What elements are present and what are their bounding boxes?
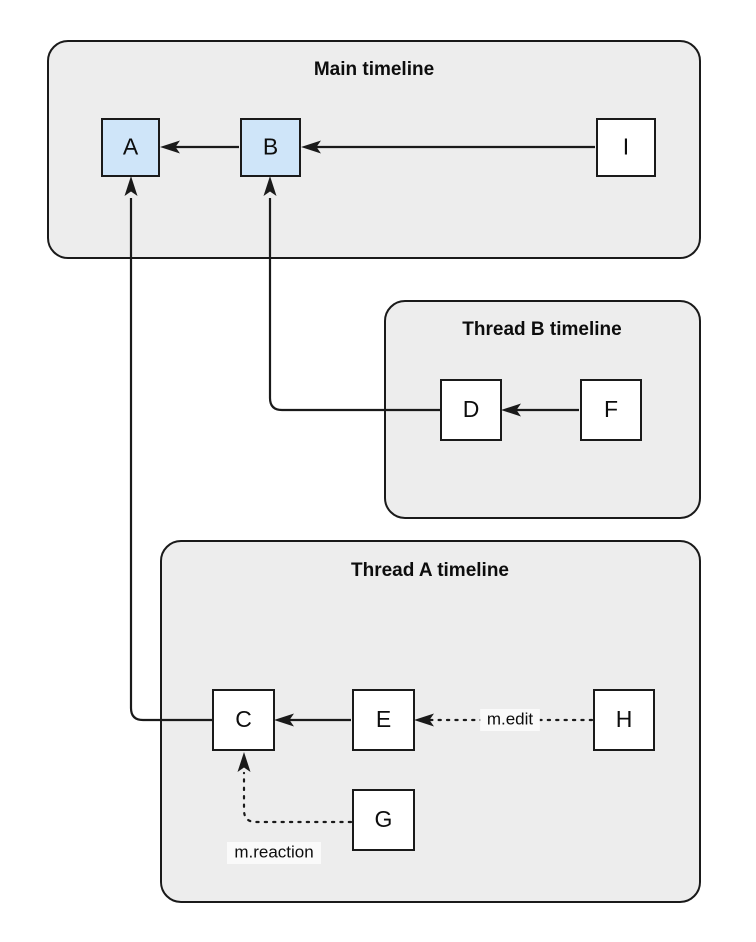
edge-label-bg-H-to-E bbox=[480, 709, 540, 731]
edge-label-G-to-C: m.reaction bbox=[234, 842, 313, 861]
node-box-G[interactable] bbox=[352, 789, 415, 851]
node-label-A: A bbox=[123, 134, 139, 160]
arrowhead-G-to-C bbox=[237, 752, 251, 772]
edge-labels: m.edit m.reaction bbox=[227, 709, 540, 864]
node-label-H: H bbox=[616, 706, 633, 732]
node-box-C[interactable] bbox=[212, 689, 275, 751]
edge-I-to-B bbox=[301, 140, 595, 154]
edge-label-group-G-to-C: m.reaction bbox=[227, 842, 321, 864]
edge-label-group-H-to-E: m.edit bbox=[480, 709, 540, 731]
timeline-group-main-timeline: Main timeline bbox=[47, 40, 701, 259]
node-label-F: F bbox=[604, 396, 618, 422]
edge-line-G-to-C bbox=[242, 771, 353, 824]
node-box-I[interactable] bbox=[596, 118, 656, 177]
node-C[interactable]: C bbox=[212, 689, 275, 751]
arrowhead-I-to-B bbox=[301, 140, 321, 154]
node-label-C: C bbox=[235, 706, 252, 732]
node-box-F[interactable] bbox=[580, 379, 642, 441]
node-F[interactable]: F bbox=[580, 379, 642, 441]
edge-E-to-C bbox=[274, 713, 351, 727]
arrowhead-D-to-B bbox=[263, 176, 277, 196]
node-box-E[interactable] bbox=[352, 689, 415, 751]
node-B[interactable]: B bbox=[240, 118, 301, 177]
node-label-G: G bbox=[375, 806, 393, 832]
arrowhead-E-to-C bbox=[274, 713, 294, 727]
arrowhead-H-to-E bbox=[414, 713, 434, 727]
timeline-box-main-timeline bbox=[47, 40, 701, 259]
edge-D-to-B bbox=[263, 176, 440, 412]
arrowhead-F-to-D bbox=[501, 403, 521, 417]
node-A[interactable]: A bbox=[101, 118, 160, 177]
node-E[interactable]: E bbox=[352, 689, 415, 751]
node-G[interactable]: G bbox=[352, 789, 415, 851]
node-box-H[interactable] bbox=[593, 689, 655, 751]
timeline-title-main-timeline: Main timeline bbox=[314, 59, 434, 80]
edge-label-bg-G-to-C bbox=[227, 842, 321, 864]
node-box-A[interactable] bbox=[101, 118, 160, 177]
arrowhead-C-to-A bbox=[124, 176, 138, 196]
edge-line-C-to-A bbox=[129, 198, 212, 722]
node-H[interactable]: H bbox=[593, 689, 655, 751]
edge-label-H-to-E: m.edit bbox=[487, 709, 534, 728]
node-label-D: D bbox=[463, 396, 480, 422]
arrowhead-B-to-A bbox=[160, 140, 180, 154]
timeline-title-thread-a-timeline: Thread A timeline bbox=[351, 560, 509, 581]
node-label-E: E bbox=[376, 706, 391, 732]
edge-C-to-A bbox=[124, 176, 212, 722]
node-box-D[interactable] bbox=[440, 379, 502, 441]
node-label-I: I bbox=[623, 134, 629, 160]
node-D[interactable]: D bbox=[440, 379, 502, 441]
edge-B-to-A bbox=[160, 140, 239, 154]
node-I[interactable]: I bbox=[596, 118, 656, 177]
event-nodes: A B I D F C E H G bbox=[101, 118, 656, 851]
edge-G-to-C bbox=[237, 752, 353, 824]
edge-line-D-to-B bbox=[268, 198, 440, 412]
timeline-title-thread-b-timeline: Thread B timeline bbox=[462, 319, 621, 340]
node-label-B: B bbox=[263, 134, 278, 160]
edge-F-to-D bbox=[501, 403, 579, 417]
node-box-B[interactable] bbox=[240, 118, 301, 177]
